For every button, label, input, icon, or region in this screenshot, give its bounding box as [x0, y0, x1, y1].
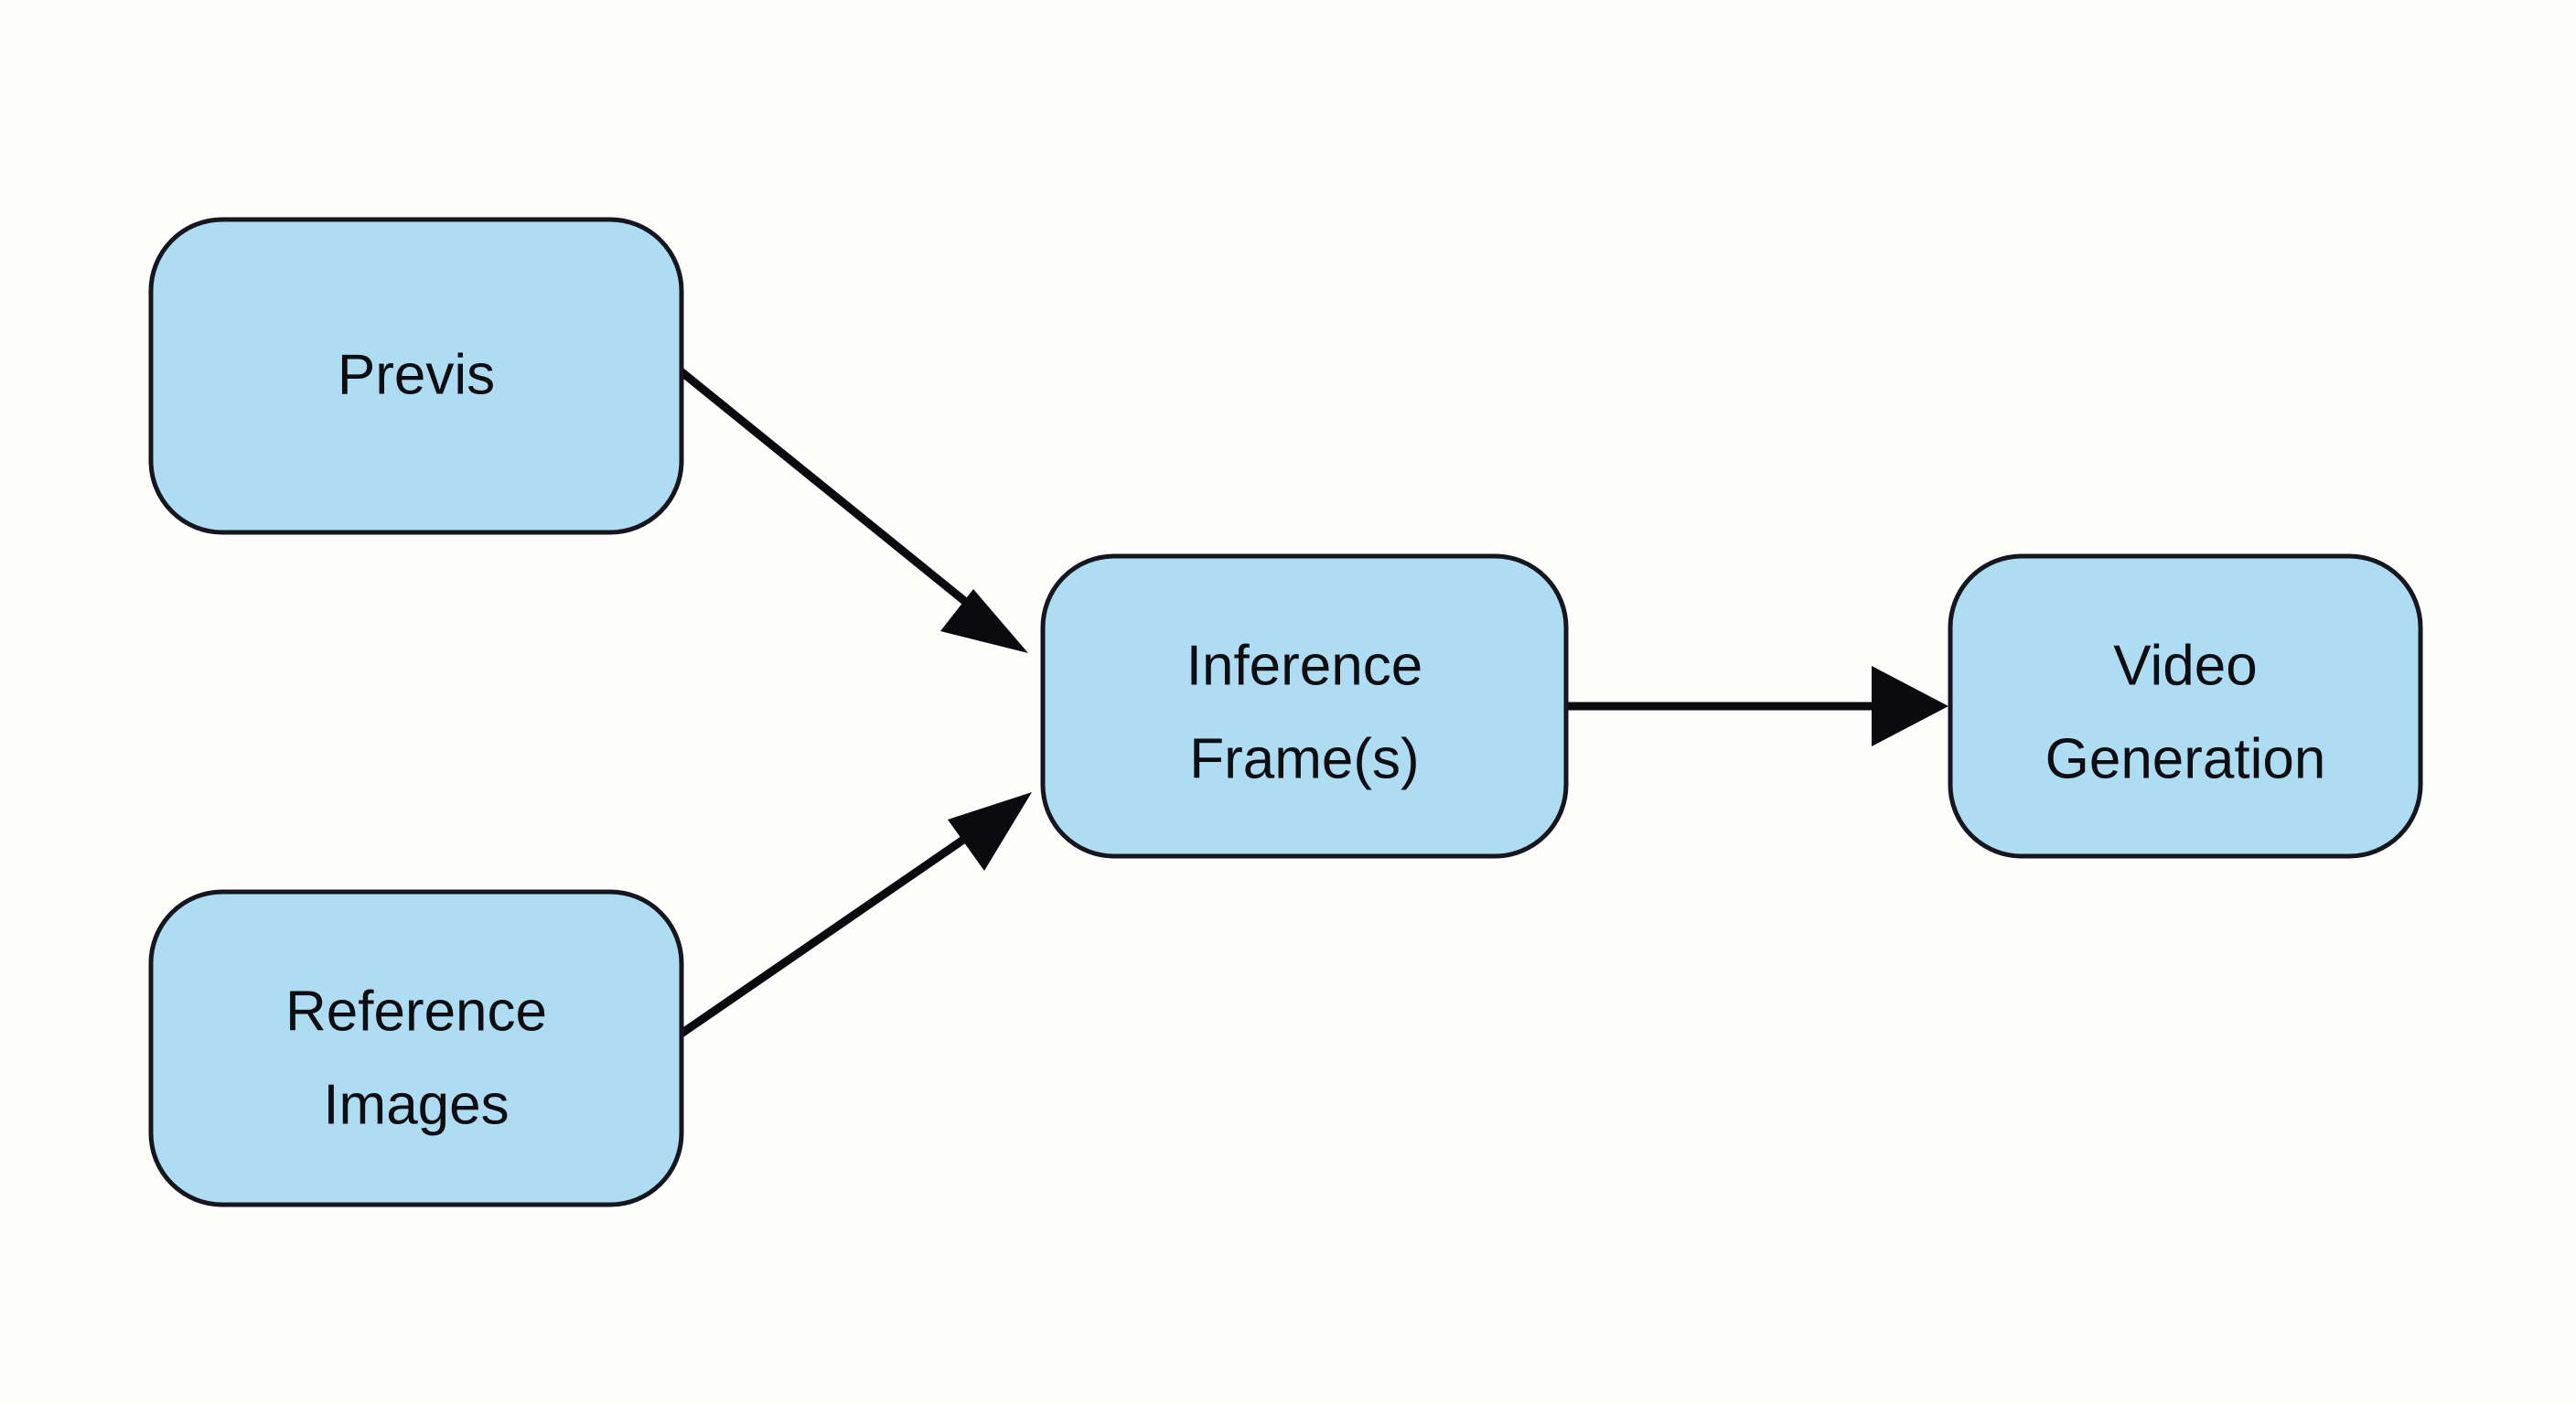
node-inference-frames-shape[interactable] — [1040, 553, 1569, 859]
node-inference-frames-label-line2: Frame(s) — [1189, 727, 1419, 790]
node-reference-images-label-line1: Reference — [285, 980, 547, 1043]
edge-previs-to-inference-line — [667, 359, 980, 615]
node-previs[interactable]: Previs — [148, 217, 684, 535]
node-inference-frames-label-line1: Inference — [1186, 634, 1423, 697]
node-video-generation-label-line1: Video — [2113, 634, 2257, 697]
edge-reference-to-inference-line — [671, 824, 983, 1043]
edge-reference-to-inference — [671, 792, 1032, 1043]
node-reference-images[interactable]: Reference Images — [148, 889, 684, 1207]
edge-previs-to-inference-arrowhead — [940, 589, 1028, 653]
edge-inference-to-video-arrowhead — [1872, 666, 1948, 746]
node-video-generation-label-line2: Generation — [2045, 727, 2326, 790]
node-reference-images-shape[interactable] — [148, 889, 684, 1207]
node-video-generation-shape[interactable] — [1948, 553, 2423, 859]
edge-inference-to-video — [1566, 666, 1948, 746]
edge-previs-to-inference — [667, 359, 1028, 653]
node-reference-images-label-line2: Images — [323, 1073, 509, 1136]
node-previs-label: Previs — [338, 343, 495, 406]
node-previs-shape[interactable] — [148, 217, 684, 535]
node-video-generation[interactable]: Video Generation — [1948, 553, 2423, 859]
edge-reference-to-inference-arrowhead — [948, 792, 1032, 871]
node-inference-frames[interactable]: Inference Frame(s) — [1040, 553, 1569, 859]
